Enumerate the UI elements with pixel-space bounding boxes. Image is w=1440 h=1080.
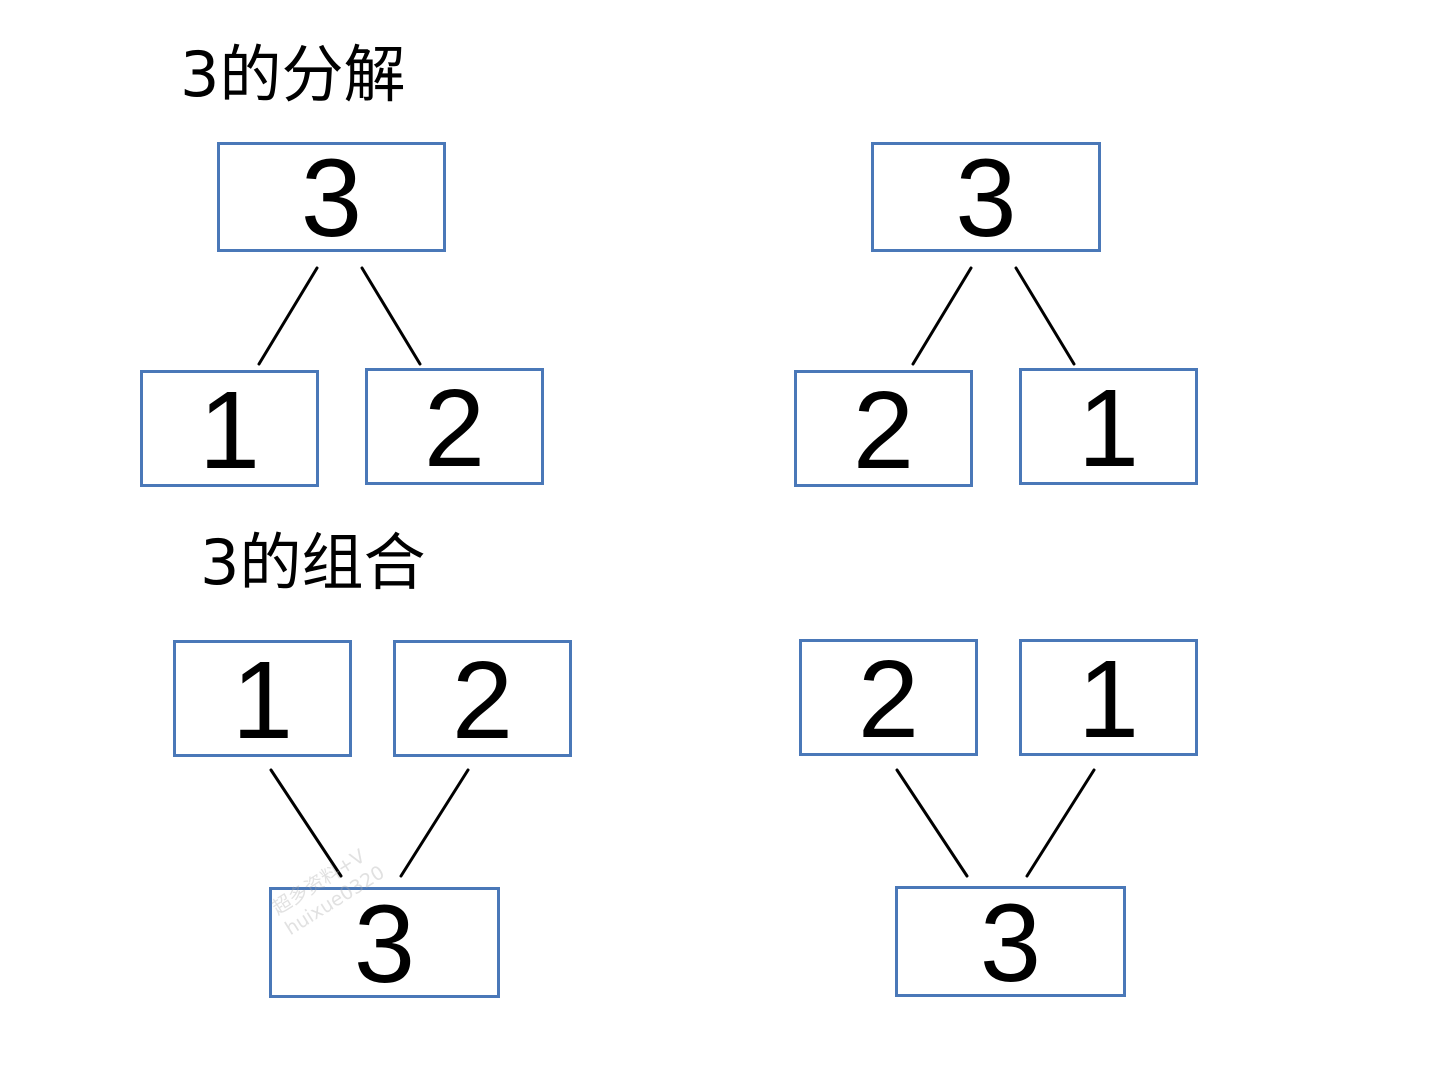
connector-line: [1014, 266, 1076, 366]
part-number-box: 1: [1019, 639, 1198, 756]
number-text: 2: [451, 638, 514, 762]
part-number-box: 2: [799, 639, 978, 756]
decomposition-heading: 3的分解: [180, 38, 406, 111]
part-number-box: 2: [365, 368, 544, 485]
connector-line: [257, 266, 319, 366]
number-text: 1: [1077, 366, 1140, 490]
number-text: 2: [852, 368, 915, 492]
part-number-box: 1: [1019, 368, 1198, 485]
number-text: 2: [423, 366, 486, 490]
number-text: 1: [1077, 637, 1140, 761]
number-text: 3: [955, 137, 1017, 260]
number-text: 3: [979, 881, 1042, 1005]
number-text: 1: [198, 368, 261, 492]
whole-number-box: 3: [269, 882, 500, 1006]
number-text: 3: [353, 882, 416, 1006]
whole-number-box: 3: [217, 137, 446, 260]
connector-line: [911, 266, 973, 366]
part-number-box: 1: [173, 640, 352, 757]
whole-number-box: 3: [871, 137, 1101, 260]
number-text: 2: [857, 637, 920, 761]
number-text: 3: [300, 137, 363, 260]
connector-line: [895, 768, 969, 878]
part-number-box: 2: [393, 640, 572, 757]
whole-number-box: 3: [895, 881, 1126, 1005]
connector-line: [360, 266, 422, 366]
connector-line: [1025, 768, 1096, 878]
part-number-box: 1: [140, 370, 319, 487]
number-text: 1: [231, 638, 294, 762]
part-number-box: 2: [794, 370, 973, 487]
composition-heading: 3的组合: [200, 526, 426, 599]
